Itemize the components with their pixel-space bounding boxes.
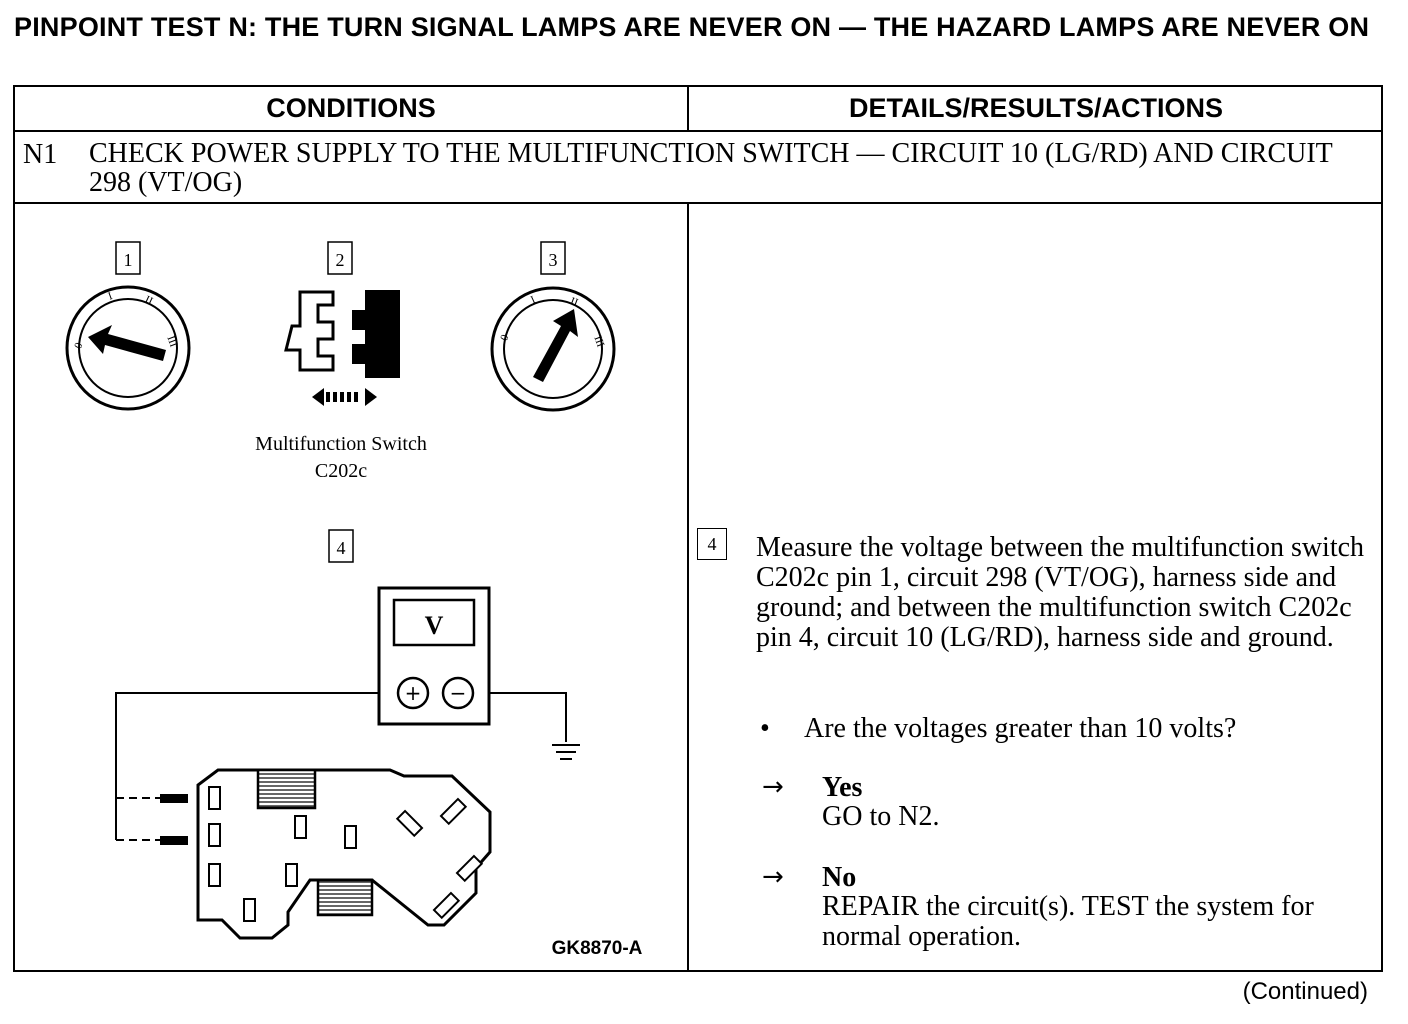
no-action: REPAIR the circuit(s). TEST the system f… [822,891,1314,952]
svg-text:II: II [569,295,580,309]
column-divider-header [687,87,689,130]
page-title: PINPOINT TEST N: THE TURN SIGNAL LAMPS A… [14,12,1370,42]
conditions-diagram: 1 2 3 4 0 I II III Multifunction Switch … [65,241,643,959]
svg-text:3: 3 [549,250,558,270]
header-divider [15,130,1381,132]
voltmeter-icon: V + − [377,586,491,726]
svg-text:III: III [591,334,606,349]
bullet-icon: • [760,713,770,744]
ground-icon [552,744,580,760]
step-number-box: 3 [540,241,566,275]
svg-text:I: I [107,290,115,303]
connector-caption: C202c [315,460,367,482]
details-header: DETAILS/RESULTS/ACTIONS [848,93,1223,123]
svg-text:V: V [425,611,444,640]
test-lead-wires [115,692,567,841]
step-number-box: 4 [328,529,354,563]
test-question: Are the voltages greater than 10 volts? [804,713,1237,744]
svg-text:4: 4 [337,538,346,558]
connector-c202c-face-icon [196,768,492,940]
svg-text:2: 2 [336,250,345,270]
step-number-box: 1 [115,241,141,275]
no-arrow-icon: → [762,862,784,892]
figure-id: GK8870-A [552,938,643,959]
svg-text:0: 0 [72,341,85,351]
step-number-box: 4 [697,528,727,560]
ignition-switch-off-icon: 0 I II III [65,285,191,411]
step-divider [15,202,1381,204]
no-label: No [822,862,857,893]
svg-text:+: + [405,681,422,705]
multifunction-switch-connector-icon [284,290,400,406]
yes-label: Yes [822,772,863,803]
svg-text:1: 1 [124,250,133,270]
step-number-box: 2 [327,241,353,275]
yes-action: GO to N2. [822,801,940,832]
step-title: CHECK POWER SUPPLY TO THE MULTIFUNCTION … [89,138,1333,198]
svg-text:III: III [164,334,179,349]
yes-arrow-icon: → [762,772,784,802]
svg-text:0: 0 [498,333,511,343]
ignition-switch-run-icon: 0 I II III [490,286,616,412]
svg-text:I: I [529,294,538,307]
conditions-header: CONDITIONS [266,93,436,123]
switch-caption: Multifunction Switch [255,433,427,455]
svg-text:−: − [450,681,467,705]
probe-tips [160,794,188,845]
column-divider-body [687,202,689,970]
test-table: CONDITIONS DETAILS/RESULTS/ACTIONS N1 CH… [13,85,1383,972]
continued-note: (Continued) [1242,978,1368,1005]
measure-instruction: Measure the voltage between the multifun… [756,532,1365,653]
step-id: N1 [23,139,58,170]
